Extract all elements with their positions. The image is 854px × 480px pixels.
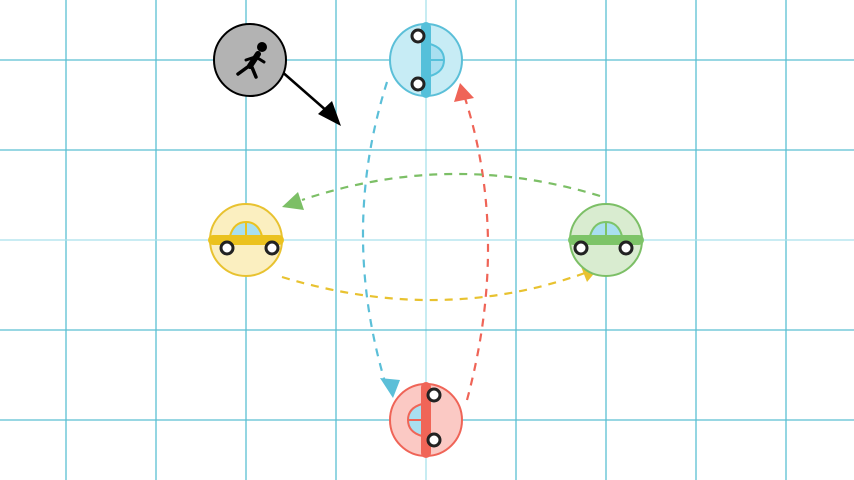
red-arrowhead [454,83,474,102]
pedestrian-agent [213,23,287,97]
car-blue-icon [410,22,446,98]
trajectories [279,69,602,401]
path-red-to-blue [454,83,490,401]
car-red-agent [389,382,463,458]
path-yellow-to-green [281,264,602,302]
blue-trajectory-line [361,81,389,383]
car-yellow-agent [208,203,284,277]
path-pedestrian [279,69,341,126]
car-blue-agent [389,22,463,98]
pedestrian-arrowhead [318,101,341,126]
path-blue-to-red [361,81,400,398]
path-green-to-yellow [282,172,601,210]
yellow-trajectory-line [281,271,586,302]
green-arrowhead [282,192,304,210]
pedestrian-trajectory-line [279,69,329,113]
car-green-agent [568,203,644,277]
walking-person-icon [236,42,267,79]
red-trajectory-line [463,97,490,401]
green-trajectory-line [301,172,601,202]
car-green-icon [568,220,644,256]
car-yellow-icon [208,220,284,256]
blue-arrowhead [380,378,400,398]
car-red-icon [406,382,442,458]
